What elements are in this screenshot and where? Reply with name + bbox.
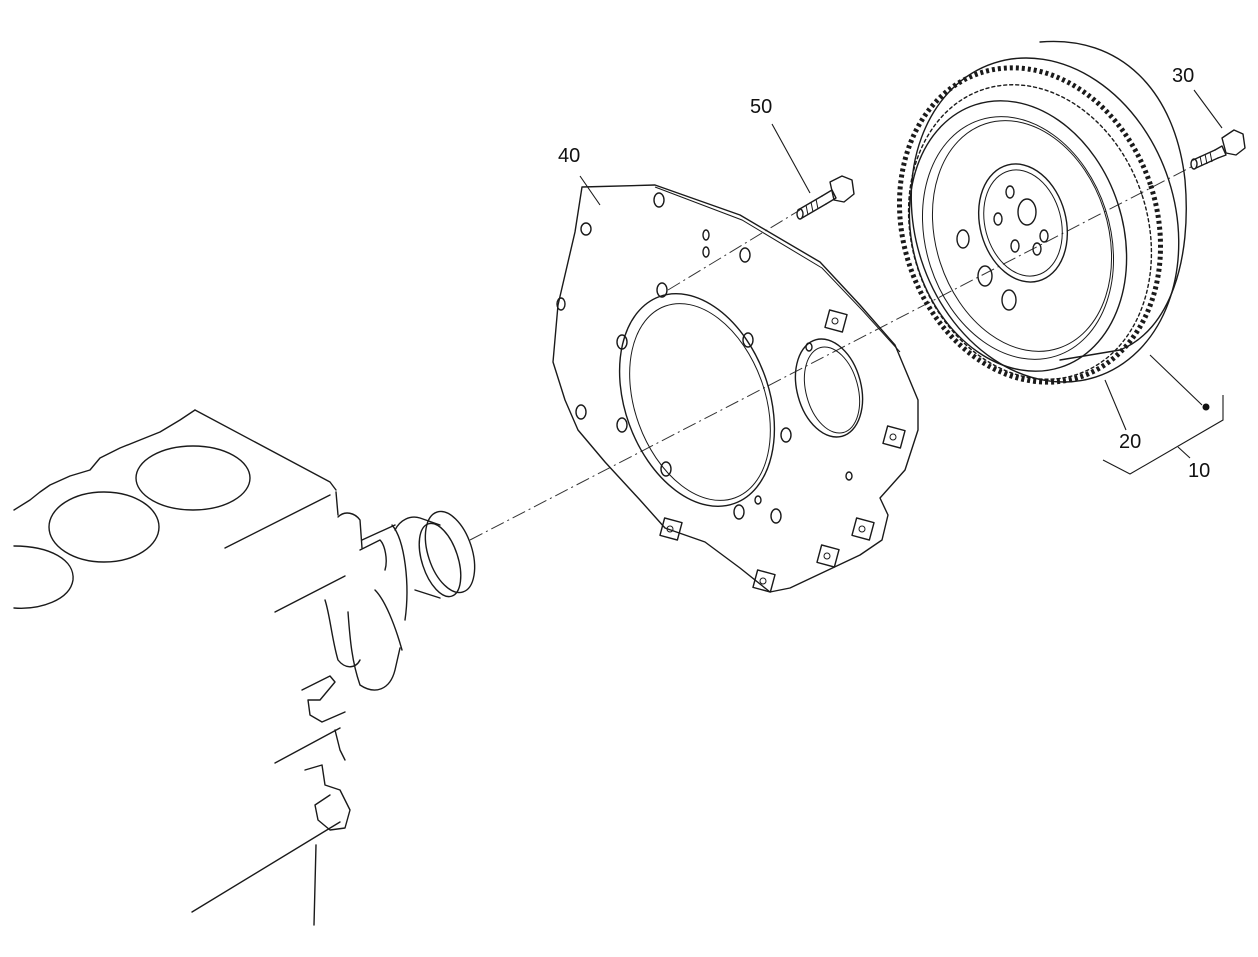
callout-20: 20 bbox=[1119, 431, 1142, 453]
engine-block bbox=[13, 409, 351, 926]
callout-50: 50 bbox=[750, 96, 773, 118]
leader-10 bbox=[1177, 446, 1191, 459]
leader-10-bracket bbox=[1102, 395, 1224, 475]
plate-bolt bbox=[796, 175, 855, 220]
leader-10-dot bbox=[1202, 403, 1210, 411]
rear-end-plate bbox=[552, 184, 919, 593]
weld-nuts bbox=[659, 309, 906, 593]
callout-10: 10 bbox=[1188, 460, 1211, 482]
axis-line-bolt50 bbox=[667, 209, 801, 291]
crankshaft-end bbox=[324, 510, 476, 691]
callout-40: 40 bbox=[558, 145, 581, 167]
leader-40 bbox=[579, 175, 601, 206]
flywheel-bolt bbox=[1190, 129, 1246, 170]
callout-30: 30 bbox=[1172, 65, 1195, 87]
ring-gear bbox=[896, 65, 1164, 385]
leader-10a bbox=[1149, 354, 1203, 406]
leader-50 bbox=[771, 123, 811, 194]
leader-20 bbox=[1104, 379, 1127, 431]
axis-line-crank bbox=[469, 164, 1196, 541]
flywheel bbox=[907, 40, 1187, 383]
leader-30 bbox=[1193, 89, 1223, 129]
